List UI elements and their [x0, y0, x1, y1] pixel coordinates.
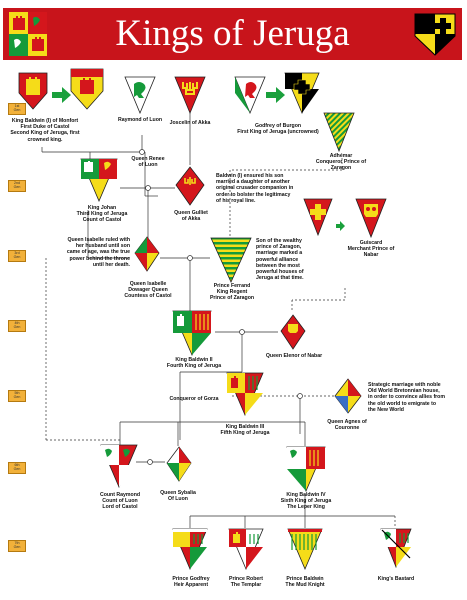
striped-shield-icon — [323, 112, 355, 157]
lion-icon — [124, 76, 156, 119]
baldwin-iii-arms-icon — [226, 372, 264, 421]
bastard-arms-icon — [380, 528, 412, 573]
cross-icon — [284, 72, 320, 119]
person-label: Queen Elenor of Nabar — [265, 353, 323, 359]
baldwin-iv-arms-icon — [286, 446, 326, 497]
person-label: Joscelin of Akka — [169, 120, 211, 126]
prince-arms-icon — [172, 528, 208, 575]
prince-arms-icon — [287, 528, 323, 575]
castol-quartered-shield-icon — [134, 236, 160, 277]
person-label: King's Bastard — [377, 576, 415, 582]
lion-icon — [100, 444, 138, 493]
skull-icon — [355, 198, 387, 243]
person-label: Conqueror of Gorza — [169, 396, 219, 402]
antlers-icon — [175, 166, 205, 211]
cross-icon — [303, 198, 333, 241]
baldwin-ii-arms-icon — [172, 310, 212, 361]
castol-quartered-shield-icon — [80, 158, 118, 207]
castol-quartered-shield-icon — [166, 446, 192, 487]
title-banner: Kings of Jeruga — [3, 8, 462, 60]
skull-icon — [280, 314, 306, 355]
castol-crest-icon — [9, 12, 47, 61]
person-label: Raymond of Luon — [117, 117, 163, 123]
striped-shield-icon — [210, 237, 252, 288]
castle-icon — [18, 72, 48, 115]
page-title: Kings of Jeruga — [115, 13, 350, 54]
castle-icon — [70, 68, 104, 115]
prince-arms-icon — [228, 528, 264, 575]
couronne-diamond-icon — [334, 378, 362, 419]
lion-icon — [234, 76, 266, 119]
antlers-icon — [174, 76, 206, 119]
jeruga-crest-icon — [413, 12, 457, 61]
